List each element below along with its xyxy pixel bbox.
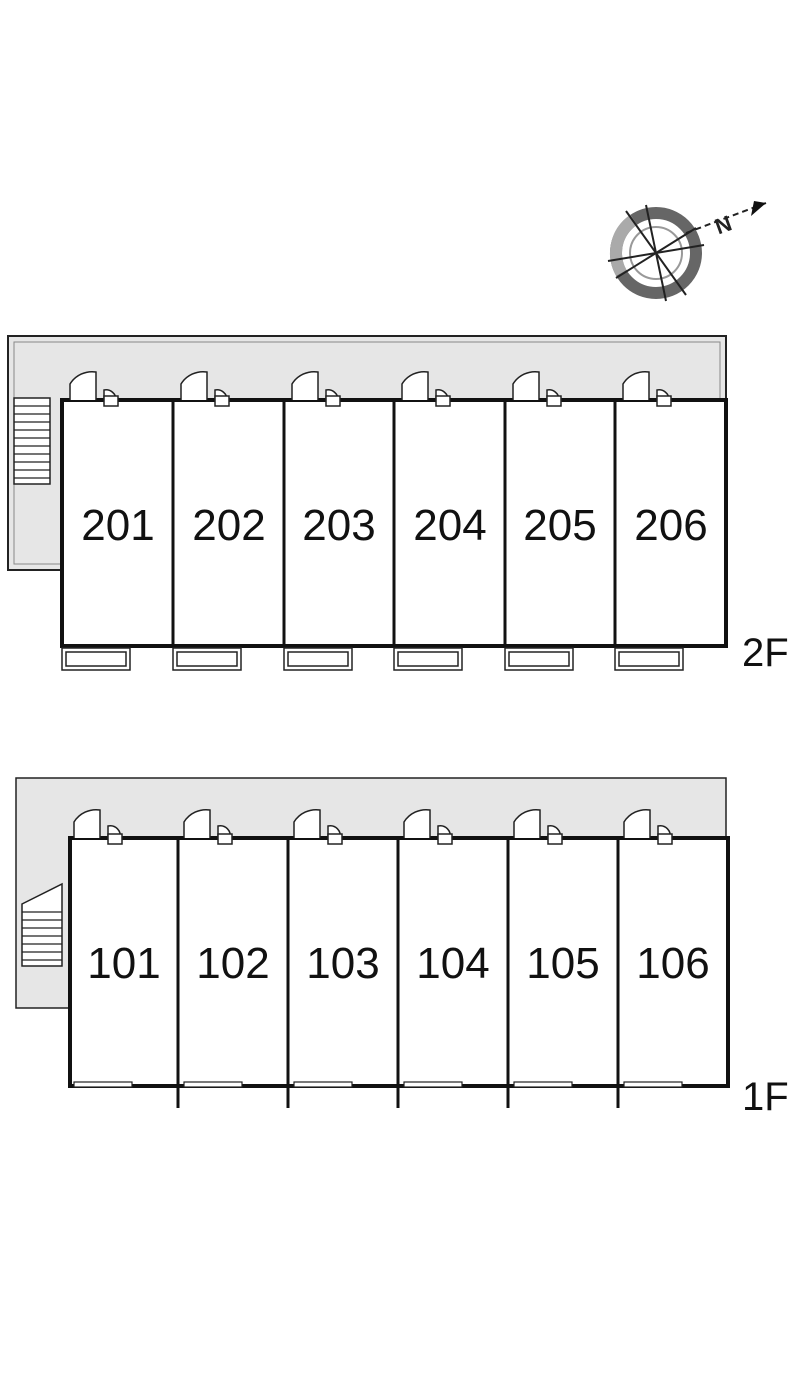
floor-1f: 101 102 103 104 105 106 1F (15, 777, 789, 1119)
floor-label-1f: 1F (742, 1075, 789, 1119)
floor-2f: 201 202 203 204 205 206 2F (7, 335, 789, 675)
unit-label-204: 204 (413, 501, 486, 550)
stairs-1f (21, 882, 63, 967)
unit-label-206: 206 (634, 501, 707, 550)
unit-label-103: 103 (306, 939, 379, 988)
door-icon (69, 370, 672, 407)
window-icon (73, 1081, 683, 1088)
unit-label-102: 102 (196, 939, 269, 988)
compass-north-label: N (712, 210, 735, 239)
unit-label-101: 101 (87, 939, 160, 988)
unit-label-205: 205 (523, 501, 596, 550)
unit-label-201: 201 (81, 501, 154, 550)
door-icon (73, 808, 673, 845)
unit-label-105: 105 (526, 939, 599, 988)
balcony-icon (61, 647, 684, 671)
unit-label-203: 203 (302, 501, 375, 550)
unit-label-104: 104 (416, 939, 489, 988)
compass-rose-icon (607, 201, 767, 302)
unit-label-106: 106 (636, 939, 709, 988)
stairs-2f (13, 397, 51, 485)
floor-label-2f: 2F (742, 631, 789, 675)
unit-label-202: 202 (192, 501, 265, 550)
